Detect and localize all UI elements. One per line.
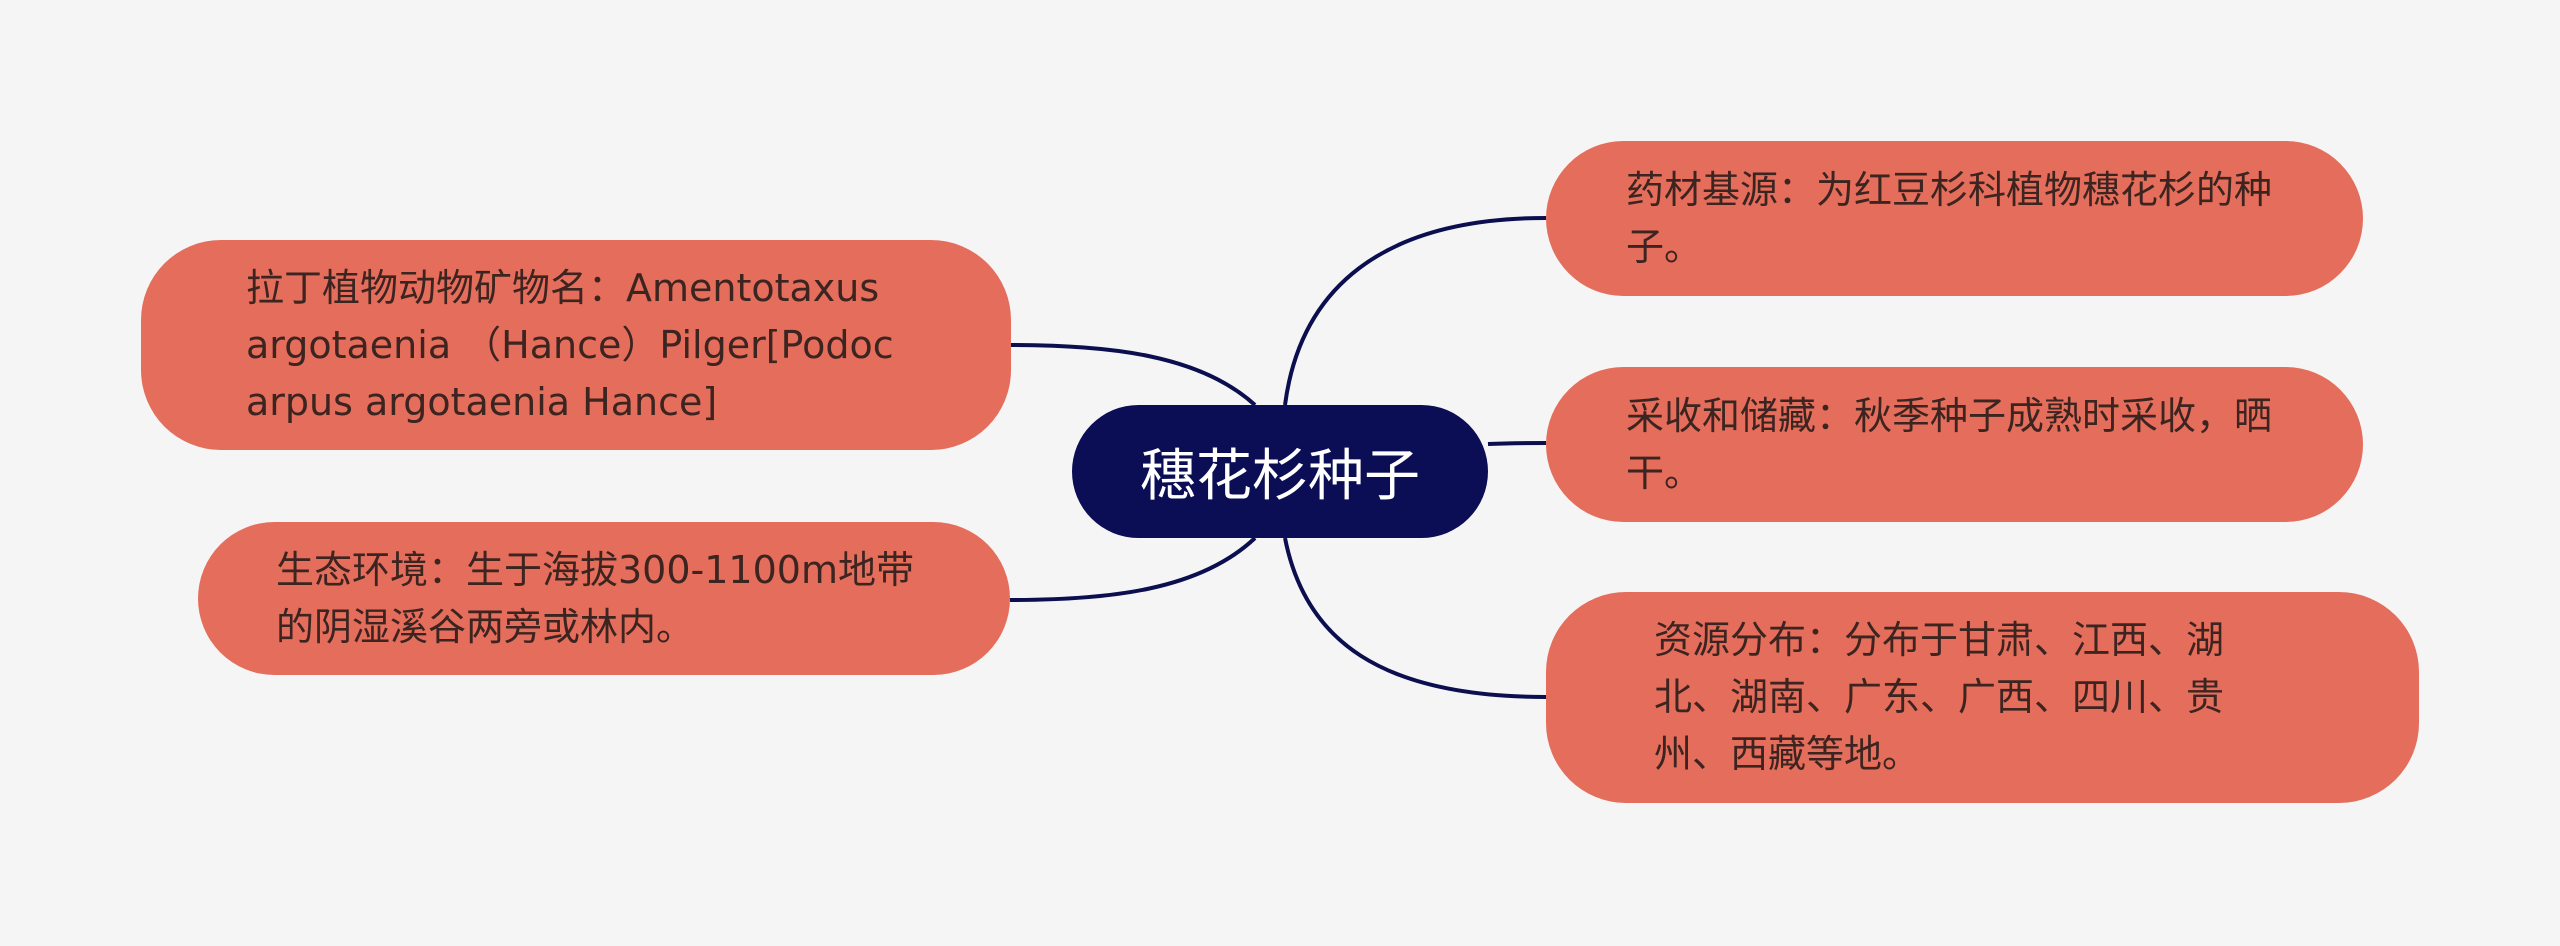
- edge-to-distribution: [1283, 537, 1547, 699]
- topic-distribution[interactable]: 资源分布：分布于甘肃、江西、湖北、湖南、广东、广西、四川、贵州、西藏等地。: [1546, 592, 2419, 803]
- topic-harvest-storage[interactable]: 采收和储藏：秋季种子成熟时采收，晒干。: [1546, 367, 2363, 522]
- edge-to-latin-name: [1010, 343, 1257, 407]
- root-topic-label: 穗花杉种子: [1140, 444, 1420, 509]
- root-topic[interactable]: 穗花杉种子: [1072, 405, 1488, 538]
- topic-distribution-text: 资源分布：分布于甘肃、江西、湖北、湖南、广东、广西、四川、贵州、西藏等地。: [1654, 618, 2225, 776]
- edge-to-ecology: [1009, 536, 1257, 602]
- edge-to-harvest: [1487, 441, 1547, 446]
- topic-medicinal-source-text: 药材基源：为红豆杉科植物穗花杉的种子。: [1626, 167, 2273, 269]
- topic-latin-name-text: 拉丁植物动物矿物名：Amentotaxus argotaenia （Hance）…: [246, 265, 894, 424]
- topic-ecology[interactable]: 生态环境：生于海拔300-1100m地带的阴湿溪谷两旁或林内。: [198, 522, 1010, 675]
- topic-latin-name[interactable]: 拉丁植物动物矿物名：Amentotaxus argotaenia （Hance）…: [141, 240, 1011, 450]
- topic-medicinal-source[interactable]: 药材基源：为红豆杉科植物穗花杉的种子。: [1546, 141, 2363, 296]
- edge-to-source: [1283, 216, 1547, 406]
- topic-ecology-text: 生态环境：生于海拔300-1100m地带的阴湿溪谷两旁或林内。: [276, 547, 914, 649]
- topic-harvest-storage-text: 采收和储藏：秋季种子成熟时采收，晒干。: [1626, 393, 2273, 495]
